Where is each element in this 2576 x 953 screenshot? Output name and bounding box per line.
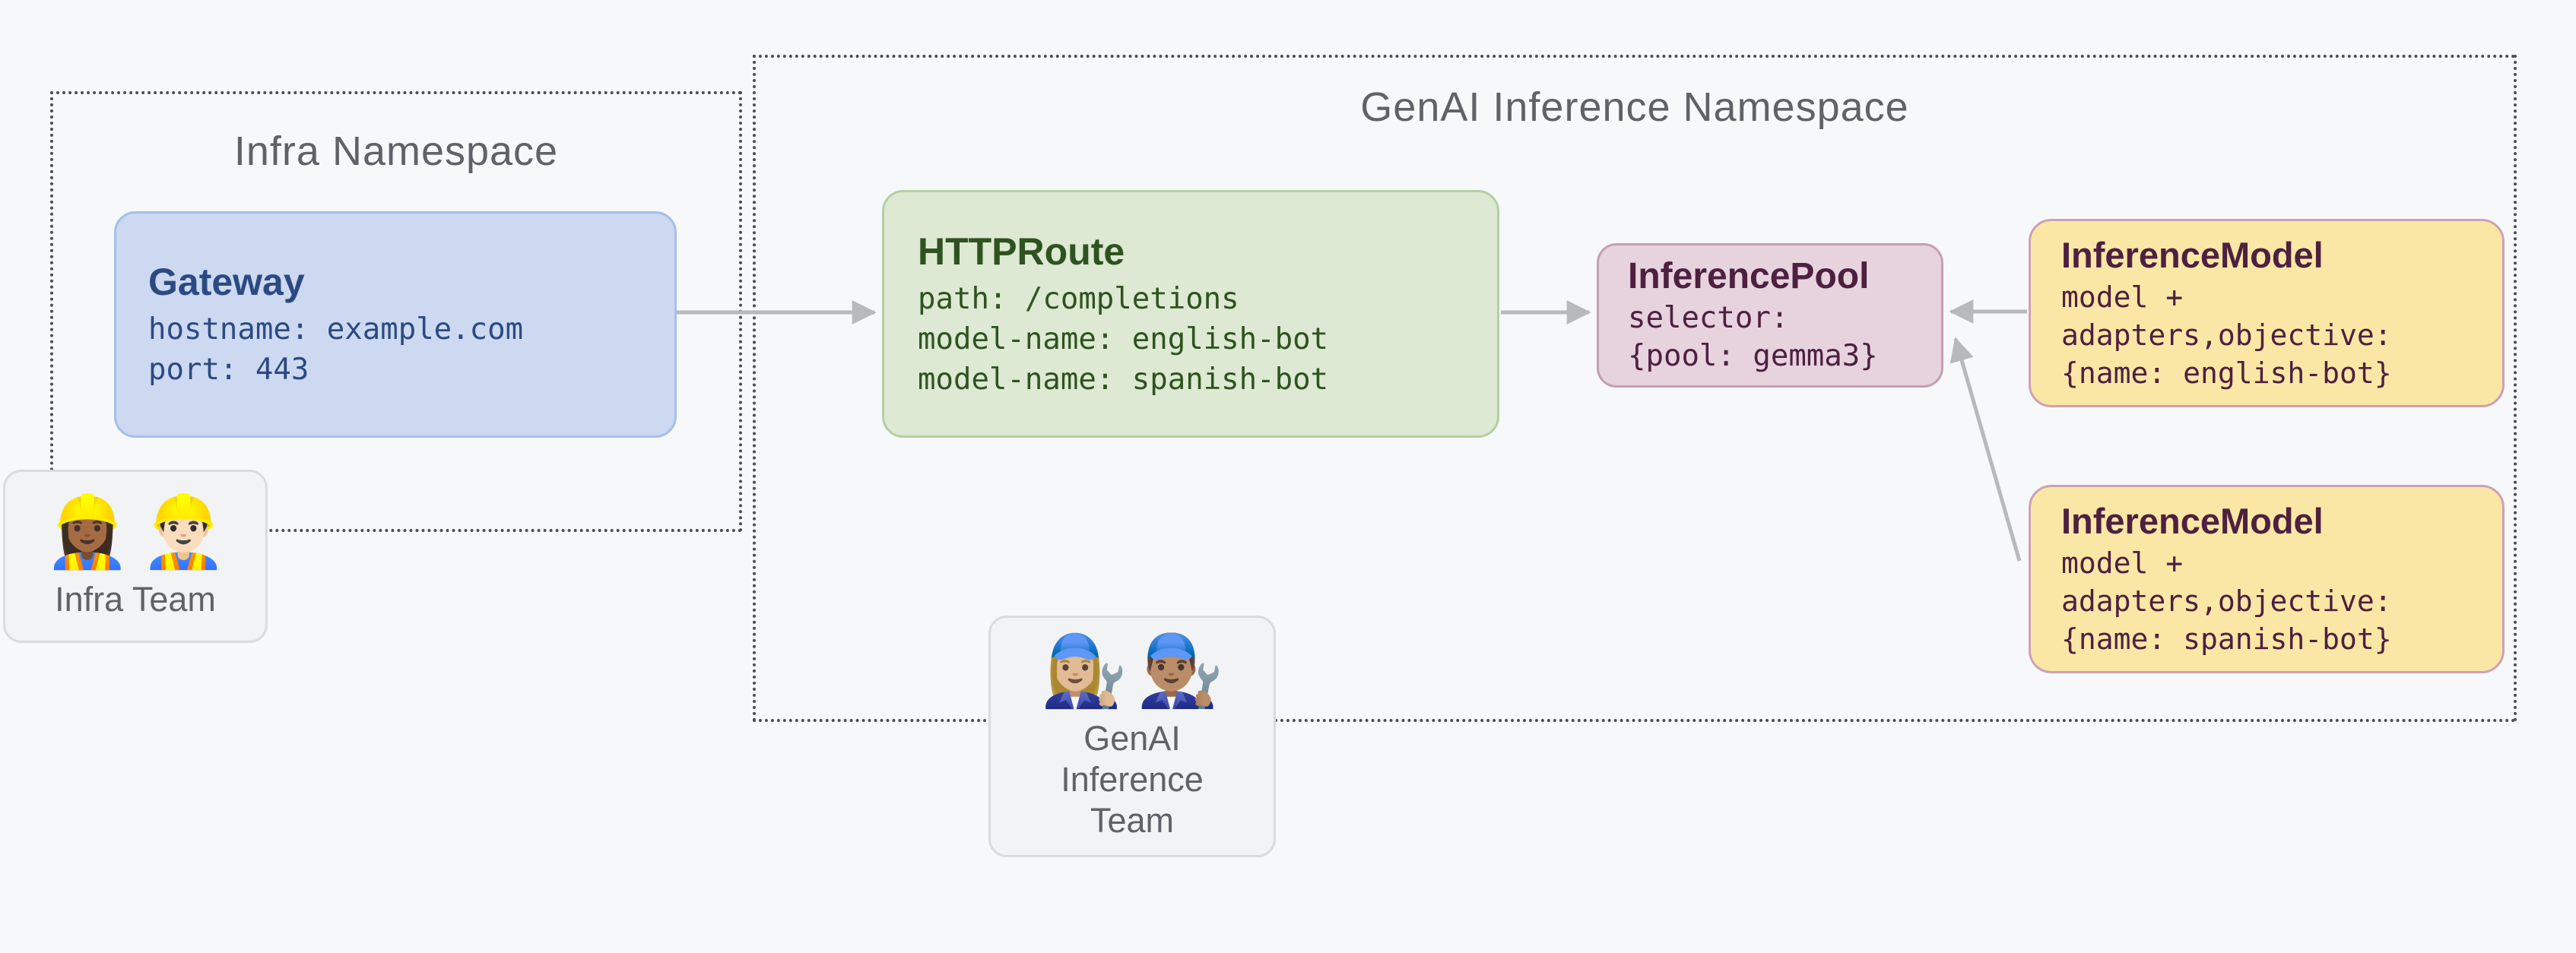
- genai-team-card: 👩🏼‍🔧👨🏽‍🔧 GenAI Inference Team: [988, 616, 1276, 857]
- node-httproute: HTTPRoute path: /completions model-name:…: [882, 190, 1499, 438]
- gateway-line-hostname: hostname: example.com: [148, 312, 524, 347]
- infra-namespace-box: Infra Namespace: [50, 91, 742, 532]
- inferencemodel-english-line-name: {name: english-bot}: [2061, 356, 2392, 390]
- node-gateway: Gateway hostname: example.com port: 443: [114, 211, 677, 438]
- genai-team-label: GenAI Inference Team: [1061, 718, 1204, 841]
- node-inferencemodel-english: InferenceModel model + adapters,objectiv…: [2029, 219, 2505, 407]
- gateway-line-port: port: 443: [148, 353, 309, 387]
- infra-namespace-title: Infra Namespace: [233, 128, 559, 174]
- gateway-title: Gateway: [148, 261, 305, 303]
- inferencemodel-spanish-line-model: model +: [2061, 546, 2184, 580]
- httproute-line-path: path: /completions: [918, 281, 1239, 316]
- inferencemodel-spanish-title: InferenceModel: [2061, 501, 2324, 541]
- inferencemodel-spanish-line-name: {name: spanish-bot}: [2061, 622, 2392, 656]
- inferencemodel-english-line-model: model +: [2061, 280, 2184, 314]
- httproute-title: HTTPRoute: [918, 230, 1125, 273]
- httproute-line-model-english: model-name: english-bot: [918, 321, 1329, 356]
- man-mechanic-emoji: 👨🏽‍🔧: [1137, 632, 1224, 711]
- inferencemodel-english-line-adapters: adapters,objective:: [2061, 318, 2392, 352]
- woman-construction-worker-emoji: 👷🏾‍♀️: [43, 493, 131, 571]
- httproute-line-model-spanish: model-name: spanish-bot: [918, 362, 1329, 397]
- genai-namespace-box: GenAI Inference Namespace: [753, 55, 2517, 722]
- node-inferencemodel-spanish: InferenceModel model + adapters,objectiv…: [2029, 485, 2505, 673]
- arrow-inferencemodel-spanish-to-inferencepool: [1949, 337, 2022, 562]
- infra-team-label: Infra Team: [55, 579, 216, 619]
- genai-team-emojis: 👩🏼‍🔧👨🏽‍🔧: [1036, 632, 1228, 712]
- inferencemodel-spanish-line-adapters: adapters,objective:: [2061, 584, 2392, 618]
- genai-team-label-line-1: GenAI: [1083, 718, 1181, 758]
- genai-team-label-line-2: Inference: [1061, 759, 1204, 799]
- man-construction-worker-emoji: 👷🏻‍♂️: [140, 493, 227, 571]
- inferencepool-line-pool: {pool: gemma3}: [1628, 339, 1878, 373]
- woman-mechanic-emoji: 👩🏼‍🔧: [1040, 632, 1128, 711]
- inferencepool-title: InferencePool: [1628, 256, 1870, 296]
- inferencemodel-english-title: InferenceModel: [2061, 235, 2324, 275]
- inferencepool-line-selector: selector:: [1628, 301, 1789, 335]
- infra-team-emojis: 👷🏾‍♀️👷🏻‍♂️: [39, 492, 231, 573]
- infra-team-card: 👷🏾‍♀️👷🏻‍♂️ Infra Team: [3, 470, 268, 643]
- genai-team-label-line-3: Team: [1090, 800, 1175, 840]
- genai-namespace-title: GenAI Inference Namespace: [1360, 84, 1909, 130]
- node-inferencepool: InferencePool selector: {pool: gemma3}: [1597, 243, 1943, 388]
